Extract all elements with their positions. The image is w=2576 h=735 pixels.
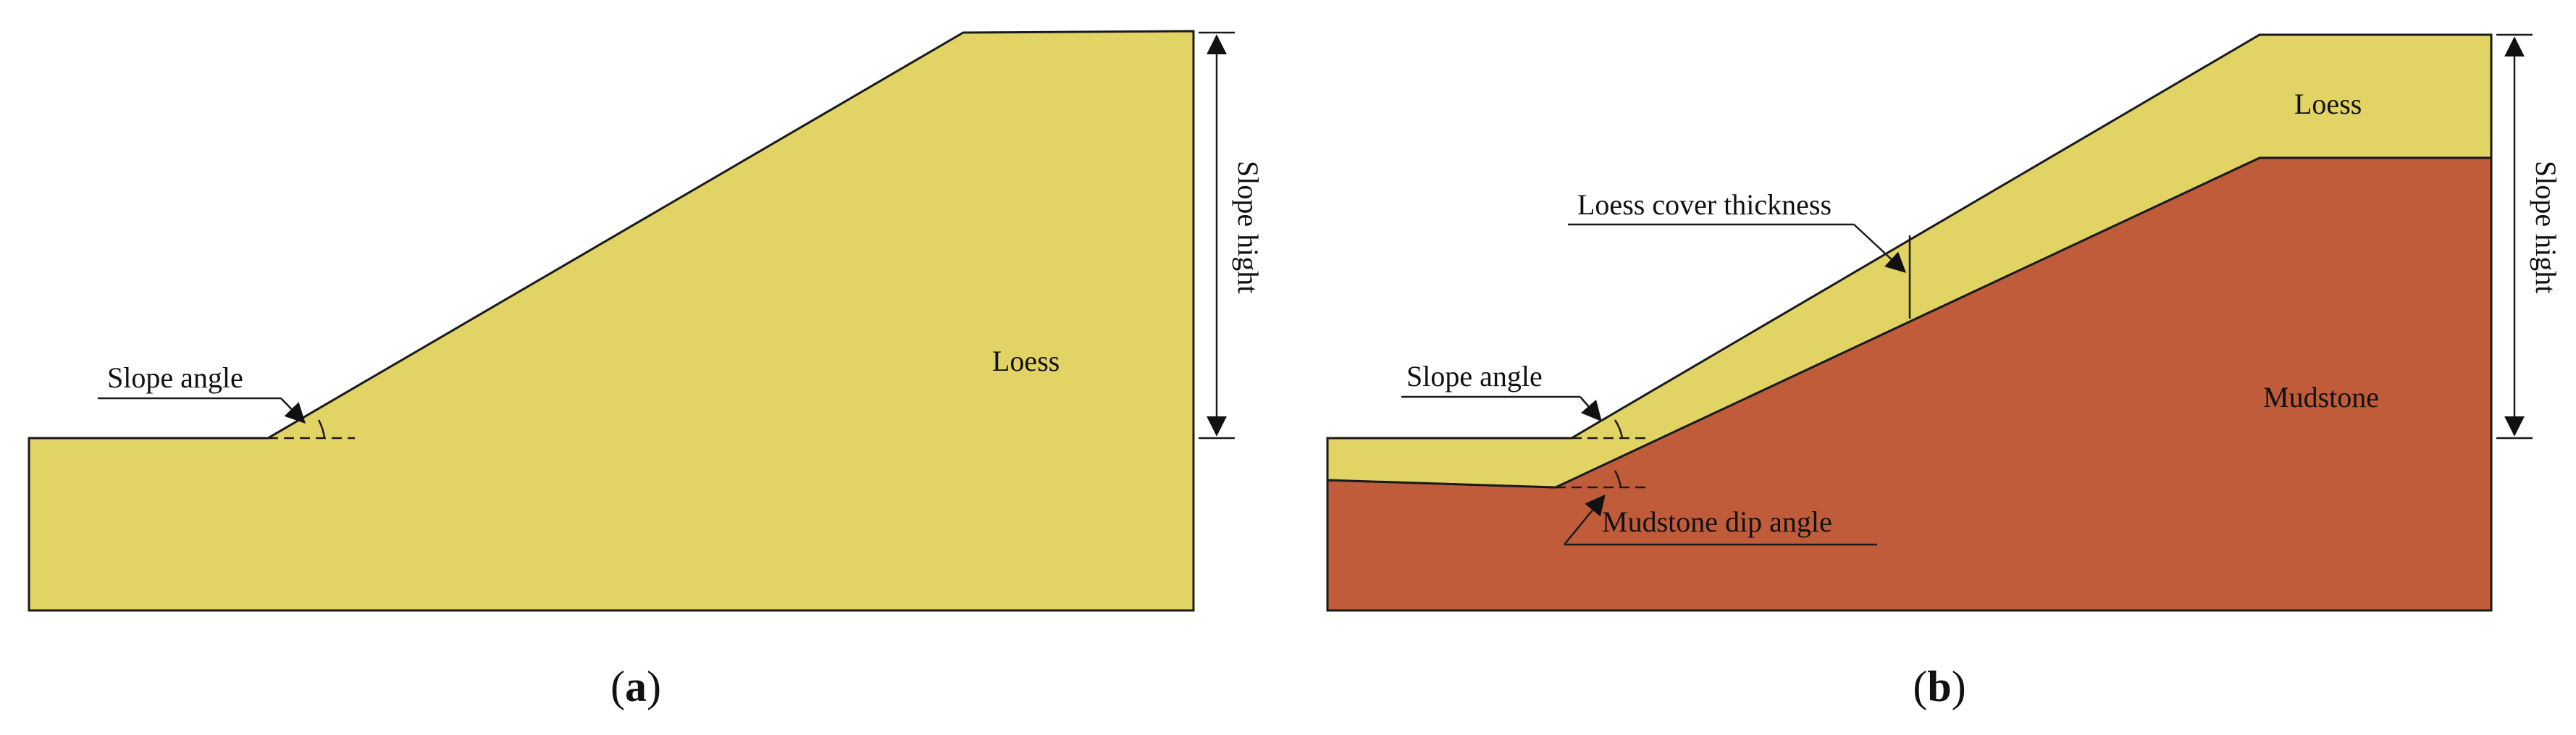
dip-angle-arc-b bbox=[1614, 470, 1622, 488]
slope-height-label-a: Slope hight bbox=[1232, 161, 1264, 293]
caption-b-close: ) bbox=[1952, 663, 1966, 710]
dip-angle-arrow-b bbox=[1564, 494, 1606, 545]
panel-b: Loess cover thickness Slope angle Mudsto… bbox=[1326, 33, 2562, 710]
caption-a-open: ( bbox=[611, 663, 625, 710]
cover-thickness-label-b: Loess cover thickness bbox=[1577, 188, 1832, 221]
caption-a-close: ) bbox=[647, 663, 661, 710]
slope-angle-arrow-a bbox=[280, 398, 306, 424]
slope-angle-arc-a bbox=[317, 419, 326, 439]
caption-b-letter: b bbox=[1927, 663, 1951, 710]
slope-angle-label-b: Slope angle bbox=[1406, 360, 1543, 392]
caption-a: (a) bbox=[611, 663, 661, 710]
caption-b-open: ( bbox=[1913, 663, 1927, 710]
loess-body-a bbox=[28, 30, 1195, 612]
caption-a-letter: a bbox=[625, 663, 647, 710]
loess-label-b: Loess bbox=[2294, 88, 2362, 120]
caption-b: (b) bbox=[1913, 663, 1965, 710]
slope-angle-arc-b bbox=[1614, 419, 1624, 439]
cover-thickness-arrow-b bbox=[1853, 224, 1907, 273]
slope-angle-arrow-b bbox=[1579, 396, 1602, 422]
dip-angle-label-b: Mudstone dip angle bbox=[1602, 505, 1832, 538]
mudstone-label-b: Mudstone bbox=[2263, 381, 2379, 413]
loess-label-a: Loess bbox=[992, 345, 1060, 377]
slope-height-label-b: Slope hight bbox=[2530, 161, 2562, 293]
panel-a: Slope angle Loess Slope hight (a) bbox=[28, 30, 1264, 710]
slope-angle-label-a: Slope angle bbox=[107, 361, 243, 394]
